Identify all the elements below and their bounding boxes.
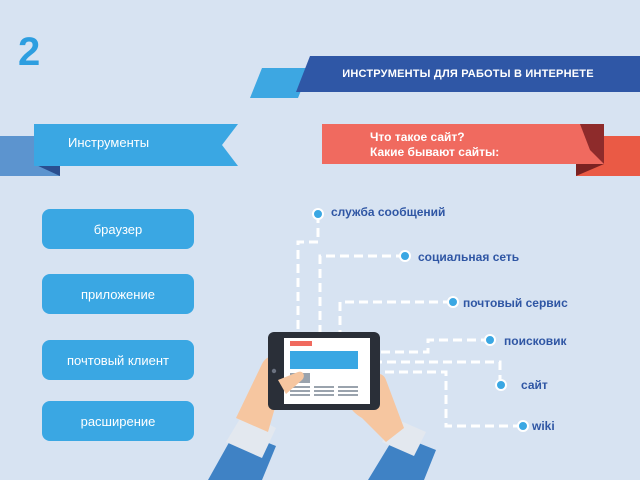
site-type-social-network: социальная сеть — [418, 250, 520, 264]
tool-pill-browser: браузер — [42, 209, 194, 249]
tablet-illustration — [268, 332, 380, 410]
site-question-line2: Какие бывают сайты: — [370, 145, 500, 159]
site-type-messaging: служба сообщений — [331, 205, 446, 219]
tool-pill-application: приложение — [42, 274, 194, 314]
site-type-wiki: wiki — [532, 419, 555, 433]
site-type-search-engine: поисковик — [504, 334, 567, 348]
site-type-site: сайт — [521, 378, 548, 392]
slide-title: ИНСТРУМЕНТЫ ДЛЯ РАБОТЫ В ИНТЕРНЕТЕ — [342, 68, 594, 80]
slide-number: 2 — [18, 30, 41, 74]
right-ribbon — [322, 124, 640, 176]
site-question-heading: Что такое сайт? Какие бывают сайты: — [370, 130, 499, 160]
site-type-mail-service: почтовый сервис — [463, 296, 568, 310]
connector-lines — [296, 214, 522, 428]
connector-dots — [312, 208, 529, 432]
tool-pill-mail-client: почтовый клиент — [42, 340, 194, 380]
tool-pill-extension: расширение — [42, 401, 194, 441]
title-banner: ИНСТРУМЕНТЫ ДЛЯ РАБОТЫ В ИНТЕРНЕТЕ — [296, 56, 640, 92]
left-ribbon — [0, 124, 238, 176]
tools-heading: Инструменты — [68, 135, 150, 150]
site-question-line1: Что такое сайт? — [370, 130, 465, 144]
